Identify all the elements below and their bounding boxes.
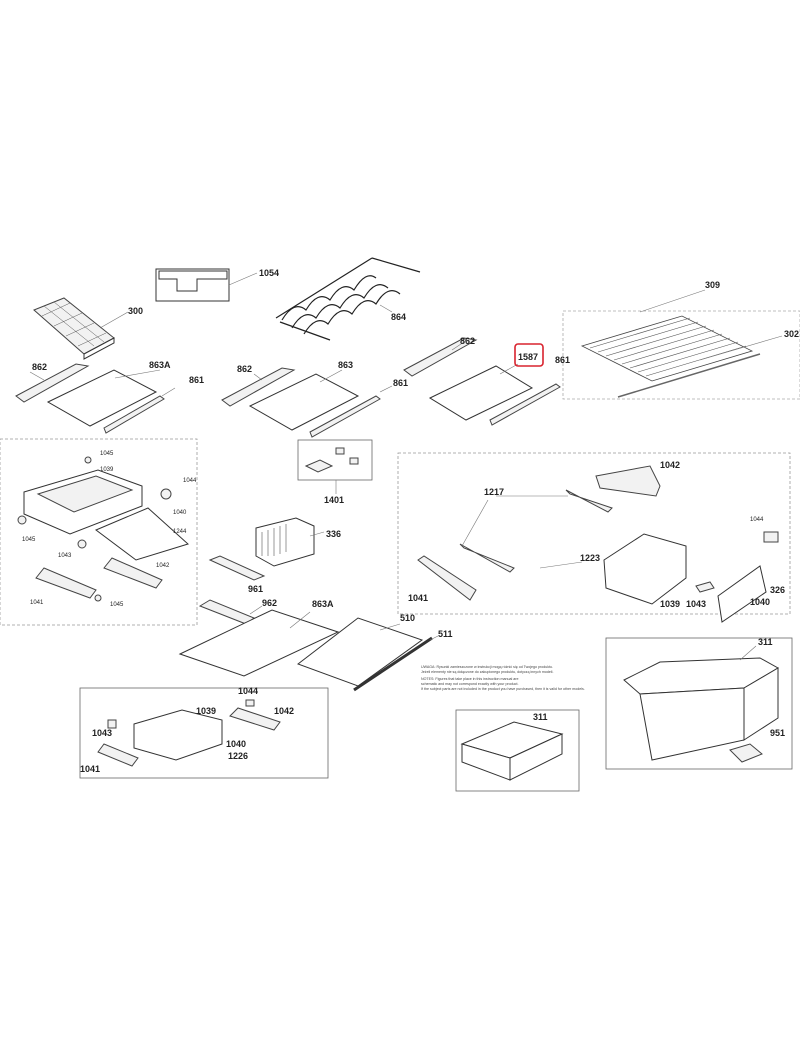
label-861: 861 (393, 378, 408, 388)
label-1045: 1045 (100, 451, 114, 457)
highlight-1587-box (514, 343, 544, 367)
label-961: 961 (248, 584, 263, 594)
label-309: 309 (705, 280, 720, 290)
label-1043: 1043 (92, 728, 112, 738)
note-line-2: Jeżeli elementy nie są dołączone do zaku… (421, 670, 553, 674)
shelf-set-1[interactable] (15, 363, 176, 434)
label-863A: 863A (149, 360, 171, 370)
label-862: 862 (237, 364, 252, 374)
label-311: 311 (533, 712, 548, 722)
label-1587-highlighted[interactable]: 1587 (518, 352, 538, 362)
label-1223: 1223 (580, 553, 600, 563)
label-864: 864 (391, 312, 406, 322)
label-1044: 1044 (238, 686, 258, 696)
label-1401: 1401 (324, 495, 344, 505)
note-line-5: If the subject parts are not included in… (421, 687, 585, 691)
label-1044: 1044 (183, 478, 197, 484)
note-line-4: schematic and may not correspond exactly… (421, 682, 518, 686)
label-863A: 863A (312, 599, 334, 609)
note-line-3: NOTES: Figures that take place in this i… (421, 677, 518, 681)
label-1042: 1042 (660, 460, 680, 470)
note-line-1: UWAGA: Rysunki zamieszczone w instrukcji… (421, 665, 553, 669)
label-1244: 1244 (173, 529, 187, 535)
part-311-door-bin[interactable] (623, 645, 780, 763)
part-961-rail[interactable] (198, 555, 266, 625)
label-311: 311 (758, 637, 773, 647)
label-1041: 1041 (408, 593, 428, 603)
crisper-group-right (397, 452, 791, 615)
shelf-set-2[interactable] (221, 367, 393, 438)
part-864-wine-rack[interactable] (275, 257, 421, 341)
label-1039: 1039 (100, 467, 114, 473)
label-1041: 1041 (80, 764, 100, 774)
label-1043: 1043 (58, 553, 72, 559)
crisper-group-left (0, 438, 198, 626)
bin-group-small (455, 709, 580, 792)
label-861: 861 (555, 355, 570, 365)
label-1043: 1043 (686, 599, 706, 609)
label-1040: 1040 (750, 597, 770, 607)
label-1042: 1042 (156, 563, 170, 569)
label-1045: 1045 (110, 602, 124, 608)
part-510-glass-shelf[interactable] (296, 617, 424, 687)
part-1401-kit[interactable] (297, 439, 373, 494)
label-326: 326 (770, 585, 785, 595)
label-511: 511 (438, 629, 453, 639)
part-511-trim[interactable] (353, 635, 439, 692)
label-1039: 1039 (196, 706, 216, 716)
label-861: 861 (189, 375, 204, 385)
crisper-bottom-parts[interactable] (97, 699, 281, 767)
crisper-group-bottom (79, 687, 329, 779)
part-1054-tray[interactable] (155, 268, 258, 302)
label-1226: 1226 (228, 751, 248, 761)
part-300-ice-tray[interactable] (33, 297, 129, 360)
label-862: 862 (32, 362, 47, 372)
label-962: 962 (262, 598, 277, 608)
part-962-glass-shelf[interactable] (178, 605, 340, 677)
label-951: 951 (770, 728, 785, 738)
part-336-basket[interactable] (255, 517, 325, 567)
label-302: 302 (784, 329, 799, 339)
label-1217: 1217 (484, 487, 504, 497)
label-1042: 1042 (274, 706, 294, 716)
label-1040: 1040 (173, 510, 187, 516)
label-336: 336 (326, 529, 341, 539)
bin-group-large (605, 637, 793, 770)
part-311-small-bin[interactable] (460, 721, 564, 781)
part-309-wire-shelf[interactable] (562, 289, 800, 400)
label-862: 862 (460, 336, 475, 346)
label-1044: 1044 (750, 517, 764, 523)
shelf-set-3[interactable] (403, 337, 561, 426)
label-1054: 1054 (259, 268, 279, 278)
label-1045: 1045 (22, 537, 36, 543)
label-510: 510 (400, 613, 415, 623)
label-1040: 1040 (226, 739, 246, 749)
label-300: 300 (128, 306, 143, 316)
crisper-right-parts[interactable] (417, 465, 779, 623)
label-1041: 1041 (30, 600, 44, 606)
part-1039-drawer-left[interactable] (17, 456, 189, 602)
label-863: 863 (338, 360, 353, 370)
label-1039: 1039 (660, 599, 680, 609)
